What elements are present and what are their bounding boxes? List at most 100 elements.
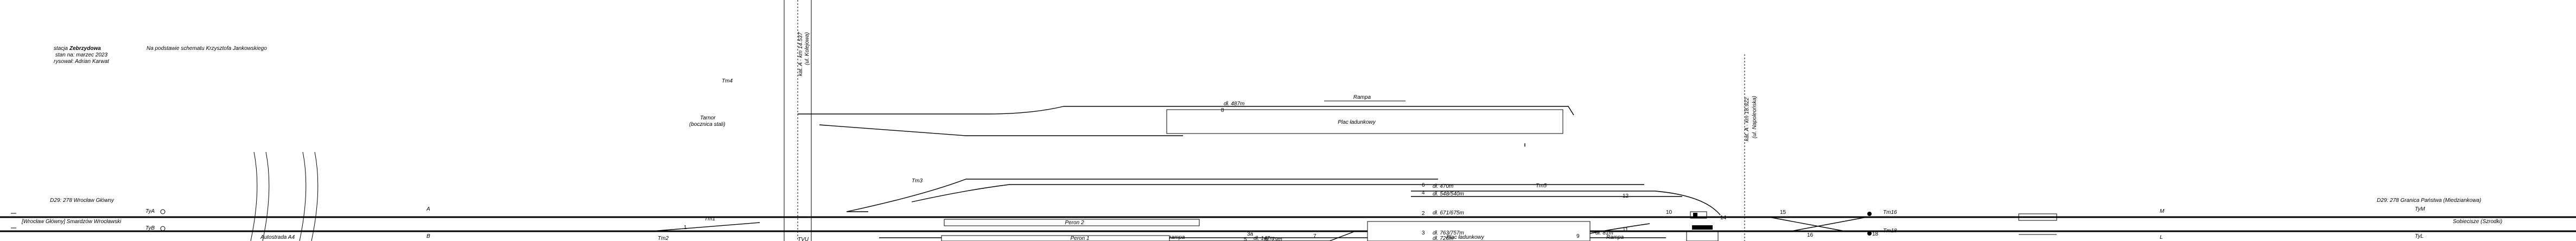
signal-tm16: Tm18 bbox=[1883, 228, 1897, 234]
signal-glyph bbox=[1690, 211, 1707, 219]
length-t1: dł. 763/757m bbox=[1433, 230, 1464, 236]
track-number: 14 bbox=[1720, 215, 1727, 221]
length-t3: dł. 726m bbox=[1433, 236, 1453, 241]
loading-yard-bottom bbox=[1367, 221, 1591, 241]
track-number: 16 bbox=[1807, 232, 1814, 238]
signal-glyph bbox=[1867, 212, 1872, 216]
track-number: 7 bbox=[1313, 233, 1316, 239]
right-line-label: D29: 278 Granica Państwa (Miedziankowa) bbox=[2377, 198, 2481, 204]
length-t2: dł. 671/675m bbox=[1433, 210, 1464, 216]
track-number: 11 bbox=[1623, 227, 1629, 233]
left-crossing-road: (ul. Kolejowa) bbox=[804, 32, 810, 65]
overpass-line bbox=[250, 151, 258, 241]
length-t5: dł. 147m bbox=[1254, 236, 1274, 241]
right-crossing-road: (ul. Napoleońska) bbox=[1752, 96, 1758, 138]
left-crossing-km: kat. A · km 14.537 bbox=[798, 32, 804, 76]
signal-tm2: Tm2 bbox=[658, 236, 669, 241]
track-number: 10 bbox=[1666, 210, 1672, 215]
length-t9: dł. 81m bbox=[1595, 230, 1613, 236]
tarnor-note: (bocznica stali) bbox=[689, 122, 726, 128]
author: rysował: Adrian Karwat bbox=[54, 59, 110, 65]
signal-glyph bbox=[160, 209, 166, 214]
track-number: 18 bbox=[1872, 231, 1879, 237]
signal-tya: TyA bbox=[145, 208, 155, 214]
signals: TyA TyB A B Tm1 Tm2 Tm3 Tm5 Tm16 Tm18 TV… bbox=[145, 78, 2425, 241]
right-crossing-km: kat. A · km 18.922 bbox=[1744, 97, 1750, 141]
track-number: 3a bbox=[1247, 231, 1254, 237]
route-labels: D29: 278 Wrocław Główny [Wrocław Główny]… bbox=[21, 198, 2502, 225]
track-number: 1 bbox=[684, 225, 687, 231]
signal-tyb: TyB bbox=[145, 225, 155, 231]
peron-2 bbox=[944, 219, 1200, 226]
signal-tm4: Tm4 bbox=[722, 78, 733, 84]
peron-1 bbox=[941, 235, 1170, 241]
highway-overpass: Autostrada A4 bbox=[250, 151, 319, 241]
track-number: 6 bbox=[1422, 182, 1425, 188]
crossover-16 bbox=[1790, 217, 1867, 232]
building-hatched bbox=[1686, 230, 1719, 241]
track-number: 3 bbox=[1422, 230, 1425, 236]
track-number: 5 bbox=[1244, 237, 1247, 241]
tarnor-siding bbox=[819, 124, 1183, 136]
signal-glyph bbox=[1693, 213, 1697, 217]
track-numbers: 8 6 4 2 1 3 3a 5 7 9 11 12 10 14 15 16 1… bbox=[684, 107, 1879, 241]
peron-2-label: Peron 2 bbox=[1065, 220, 1084, 226]
overpass-line bbox=[262, 151, 270, 241]
structures: Plac ładunkowy Rampa Peron 2 Peron 1 Pla… bbox=[941, 94, 1719, 241]
signal-tm18: Tm16 bbox=[1883, 210, 1897, 215]
signal-tm3: Tm3 bbox=[912, 178, 923, 184]
status-date: stan na: marzec 2023 bbox=[55, 52, 108, 58]
rampa-small-label: rampa bbox=[1169, 234, 1185, 240]
main-tracks bbox=[0, 213, 2576, 232]
track-4 bbox=[846, 179, 1438, 212]
highway-label: Autostrada A4 bbox=[260, 234, 295, 240]
length-t4: dł. 548/540m bbox=[1433, 191, 1464, 197]
loading-yard-top bbox=[1166, 109, 1563, 134]
building-dark bbox=[1692, 225, 1713, 230]
signal-a: A bbox=[426, 206, 430, 212]
track-number: 12 bbox=[1623, 193, 1629, 199]
tarnor-label: Tarnor bbox=[700, 115, 716, 121]
track-1-left bbox=[651, 222, 760, 232]
track-number: 8 bbox=[1221, 107, 1224, 113]
signal-l: L bbox=[2160, 234, 2163, 240]
length-t6: dł. 470m bbox=[1433, 183, 1453, 189]
overpass-line bbox=[311, 151, 319, 241]
plac-bottom-label: Plac ładunkowy bbox=[1446, 234, 1484, 240]
station-prefix: stacja bbox=[54, 46, 68, 52]
track-6 bbox=[911, 184, 1644, 202]
header-block: stacja Zebrzydowa stan na: marzec 2023 r… bbox=[54, 46, 267, 65]
station-name: Zebrzydowa bbox=[69, 46, 101, 52]
track-number: 9 bbox=[1576, 233, 1580, 239]
signal-m: M bbox=[2160, 208, 2165, 214]
length-t8: dł. 487m bbox=[1224, 101, 1244, 107]
siding-left-upper bbox=[2018, 213, 2057, 221]
track-number: 4 bbox=[1422, 190, 1425, 196]
plac-top-label: Plac ładunkowy bbox=[1338, 119, 1376, 125]
signal-glyphs bbox=[160, 209, 1872, 236]
track-4-right bbox=[1411, 191, 1721, 215]
track-length-labels: dł. 487m dł. 470m dł. 548/540m dł. 671/6… bbox=[1224, 101, 1613, 241]
rampa-top-label: Rampa bbox=[1353, 94, 1371, 100]
left-station-label: [Wrocław Główny] Smardzów Wrocławski bbox=[21, 219, 122, 225]
track-8 bbox=[798, 106, 1574, 116]
right-station-label: Sobiecisze (Szrodki) bbox=[2453, 219, 2502, 225]
signal-tym: TyM bbox=[2415, 206, 2425, 212]
signal-tm5: Tm5 bbox=[1536, 183, 1547, 189]
signal-glyph bbox=[160, 226, 166, 231]
overpass-line bbox=[299, 151, 307, 241]
track-3-switch bbox=[1329, 230, 1357, 241]
signal-tm1: Tm1 bbox=[704, 216, 715, 222]
signal-tyl: TyL bbox=[2415, 233, 2424, 239]
crossover-14-18 bbox=[1769, 217, 1846, 232]
track-number: 15 bbox=[1780, 210, 1786, 215]
left-line-label: D29: 278 Wrocław Główny bbox=[50, 198, 115, 204]
signal-tvu: TVU bbox=[798, 237, 809, 241]
station-tracks: Tarnor (bocznica stali) bbox=[651, 106, 2057, 241]
track-number: 2 bbox=[1422, 211, 1425, 217]
level-crossings: kat. A · km 14.537 (ul. Kolejowa) kat. A… bbox=[784, 0, 1758, 241]
source-note: Na podstawie schematu Krzysztofa Jankows… bbox=[147, 46, 267, 52]
signal-glyph bbox=[1867, 231, 1872, 236]
length-t7: dł. 79m bbox=[1264, 237, 1282, 241]
